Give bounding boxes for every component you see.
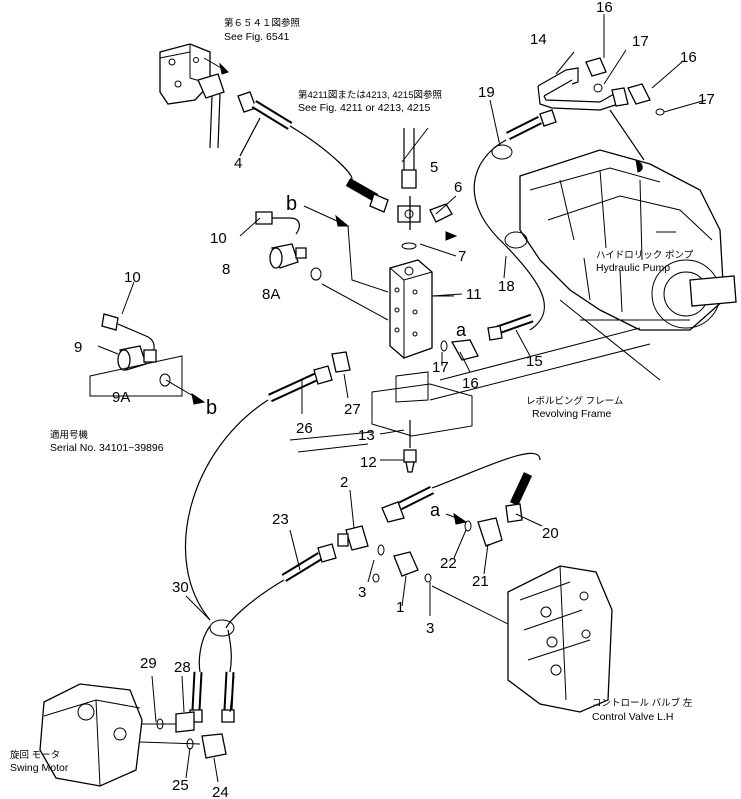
leader-8a (321, 283, 389, 321)
marker-a-lower: a (430, 500, 441, 520)
valve-block-11 (389, 259, 433, 359)
part-9a-label: 9A (112, 389, 130, 406)
part-2-label: 2 (340, 474, 348, 491)
hose-19-15 (473, 109, 557, 341)
marker-b-lower: b (206, 397, 217, 419)
part-17-label-b: 17 (698, 91, 715, 108)
leader-lines (97, 14, 707, 783)
part-4-label: 4 (234, 155, 242, 172)
revolving-frame (289, 299, 690, 473)
part-16-label-a: 16 (596, 0, 613, 16)
fig4211-ref-en: See Fig. 4211 or 4213, 4215 (298, 102, 430, 114)
serial-label-jp: 適用号機 (50, 429, 89, 441)
hydraulic-pump-label-jp: ハイドロリック ポンプ (596, 250, 694, 261)
part-10-label-a: 10 (210, 230, 227, 247)
part-29-label: 29 (140, 655, 157, 672)
part-10-label-b: 10 (124, 269, 141, 286)
part-3-label-a: 3 (358, 584, 366, 601)
pressure-switch-9 (89, 313, 206, 405)
part-3-label-b: 3 (426, 620, 434, 637)
control-valve-label-en: Control Valve L.H (592, 711, 674, 723)
part-15-label: 15 (526, 353, 543, 370)
part-25-label: 25 (172, 777, 189, 794)
part-30-label: 30 (172, 579, 189, 596)
hydraulic-pump-label-en: Hydraulic Pump (596, 262, 670, 274)
swing-motor (39, 683, 227, 787)
revolving-frame-label-en: Revolving Frame (532, 408, 612, 420)
marker-b-upper: b (286, 193, 297, 215)
hose-4 (237, 91, 389, 213)
fig6541-ref-jp: 第６５４１図参照 (224, 17, 301, 29)
part-5-label: 5 (430, 159, 438, 176)
part-18-label: 18 (498, 278, 515, 295)
hydraulic-pump (519, 149, 737, 331)
part-23-label: 23 (272, 511, 289, 528)
part-16-label-b: 16 (680, 49, 697, 66)
serial-label-en: Serial No. 34101~39896 (50, 442, 164, 454)
upper-valve-assembly (159, 43, 229, 149)
clamp-30 (189, 619, 235, 723)
pressure-switch-8 (239, 211, 322, 281)
a-marker-lower (445, 512, 468, 525)
part-27-label: 27 (344, 401, 361, 418)
part-1-label: 1 (396, 599, 404, 616)
b-arrow-upper (303, 205, 389, 293)
fig4211-ref-jp: 第4211図または4213, 4215図参照 (298, 89, 442, 101)
hose-26 (184, 351, 351, 621)
swing-motor-label-jp: 旋回 モータ (10, 749, 60, 761)
part-13-label: 13 (358, 427, 375, 444)
part-28-label: 28 (174, 659, 191, 676)
swing-motor-label-en: Swing Motor (10, 762, 69, 774)
elbow-16-lower (440, 339, 479, 361)
control-valve-lh (507, 565, 613, 713)
part-20-label: 20 (542, 525, 559, 542)
part-17-label-a: 17 (632, 33, 649, 50)
part-26-label: 26 (296, 420, 313, 437)
revolving-frame-label-jp: レボルビング フレーム (526, 395, 623, 407)
fig6541-ref-en: See Fig. 6541 (224, 31, 290, 43)
part-14-label: 14 (530, 31, 547, 48)
part-8a-label: 8A (262, 286, 280, 303)
part-21-label: 21 (472, 573, 489, 590)
part-7-label: 7 (458, 248, 466, 265)
part-8-label: 8 (222, 261, 230, 278)
part-11-label: 11 (466, 286, 482, 303)
marker-a-upper: a (456, 320, 467, 340)
part-12-label: 12 (360, 454, 377, 471)
control-valve-label-jp: コントロール バルブ 左 (592, 697, 693, 709)
part-17-label-c: 17 (432, 359, 449, 376)
part-24-label: 24 (212, 784, 229, 799)
tube-14 (537, 57, 665, 161)
part-9-label: 9 (74, 339, 82, 356)
part-16-label-c: 16 (462, 375, 479, 392)
fittings-lower-center (337, 517, 521, 631)
part-19-label: 19 (478, 84, 495, 101)
part-6-label: 6 (454, 179, 462, 196)
part-22-label: 22 (440, 555, 457, 572)
hose-23 (225, 543, 337, 629)
hose-20 (381, 452, 541, 523)
fitting-5-assembly (397, 128, 458, 250)
